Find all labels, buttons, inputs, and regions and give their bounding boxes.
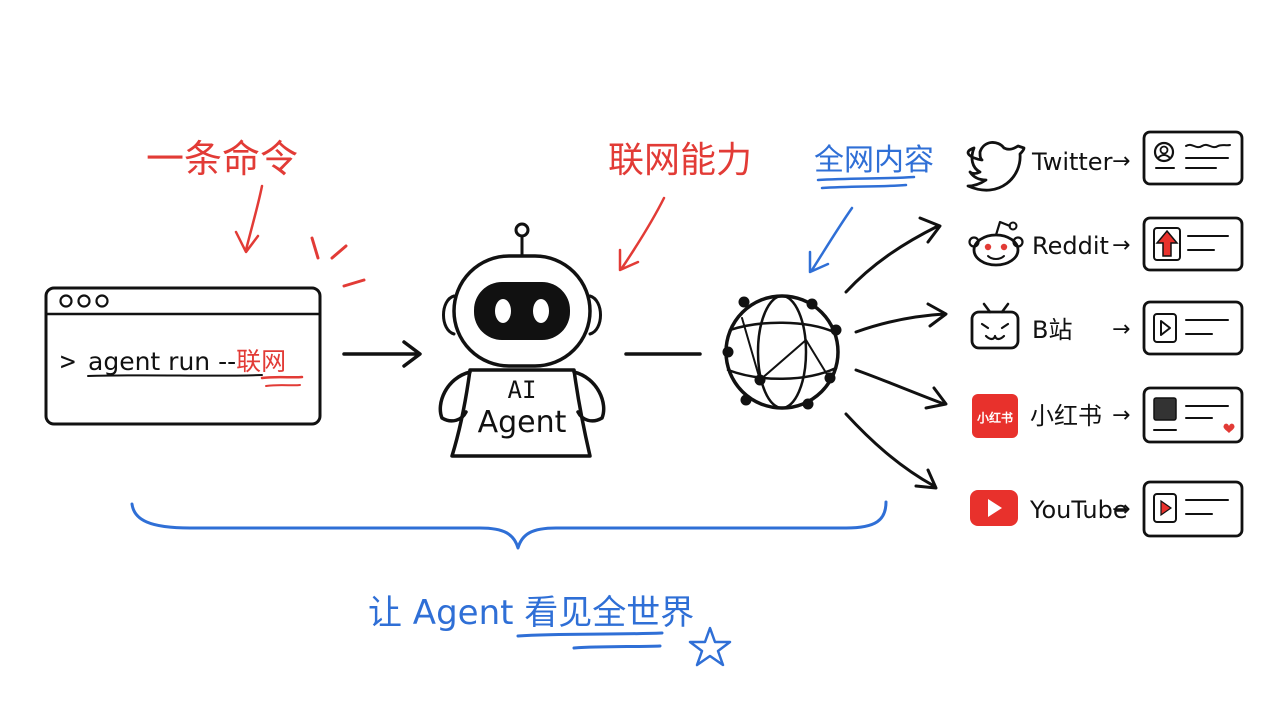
content-card-bilibili bbox=[1142, 300, 1244, 356]
terminal-command: agent run --联网 bbox=[88, 347, 286, 376]
platform-bilibili: B站 → bbox=[970, 300, 1244, 356]
video-play-icon bbox=[1160, 499, 1173, 517]
bilibili-tv-icon bbox=[970, 302, 1020, 350]
globe-network-icon bbox=[722, 294, 842, 410]
platform-youtube: YouTube → bbox=[970, 480, 1244, 538]
arrow-network-ability bbox=[618, 196, 666, 272]
terminal-window: > agent run --联网 bbox=[44, 286, 322, 426]
star-icon bbox=[688, 626, 732, 667]
platform-arrow-bilibili: → bbox=[1112, 317, 1130, 342]
fanout-arrows bbox=[844, 216, 948, 490]
robot-agent: AI Agent bbox=[438, 222, 606, 458]
upvote-arrow-icon bbox=[1155, 229, 1179, 257]
emphasis-marks bbox=[310, 236, 366, 288]
arrow-all-content bbox=[808, 206, 854, 274]
window-dot-icon bbox=[95, 294, 109, 308]
reddit-alien-icon bbox=[968, 220, 1024, 267]
xiaohongshu-icon-text: 小红书 bbox=[977, 410, 1013, 425]
content-card-youtube bbox=[1142, 480, 1244, 538]
profile-icon bbox=[1153, 141, 1175, 163]
content-card-twitter bbox=[1142, 130, 1244, 186]
platform-twitter: Twitter → bbox=[966, 130, 1244, 192]
platform-name-reddit: Reddit bbox=[1032, 232, 1109, 260]
robot-eye-icon bbox=[495, 299, 511, 323]
arrow-one-command bbox=[234, 184, 264, 254]
platform-xiaohongshu: 小红书 小红书 → bbox=[972, 386, 1244, 444]
arrow-terminal-to-agent bbox=[342, 340, 422, 368]
window-dot-icon bbox=[59, 294, 73, 308]
content-card-xiaohongshu bbox=[1142, 386, 1244, 444]
image-thumbnail-icon bbox=[1153, 397, 1177, 421]
platform-arrow-youtube: → bbox=[1112, 497, 1130, 522]
platform-arrow-twitter: → bbox=[1112, 149, 1130, 174]
play-icon bbox=[1160, 320, 1171, 336]
content-card-reddit bbox=[1142, 216, 1244, 272]
label-all-content: 全网内容 bbox=[814, 143, 934, 178]
platform-arrow-reddit: → bbox=[1112, 233, 1130, 258]
window-dot-icon bbox=[77, 294, 91, 308]
robot-label-line2: Agent bbox=[478, 405, 567, 440]
label-one-command: 一条命令 bbox=[146, 137, 298, 181]
terminal-prompt: > bbox=[60, 347, 76, 377]
heart-icon bbox=[1223, 423, 1235, 433]
bottom-caption: 让 Agent 看见全世界 bbox=[368, 593, 694, 633]
platform-name-twitter: Twitter bbox=[1031, 148, 1113, 176]
robot-eye-icon bbox=[533, 299, 549, 323]
youtube-play-icon bbox=[970, 490, 1018, 526]
xiaohongshu-icon: 小红书 bbox=[972, 394, 1018, 438]
brace-bottom bbox=[130, 500, 888, 550]
bottom-caption-prefix: 让 Agent bbox=[368, 593, 524, 633]
terminal-command-text: agent run -- bbox=[88, 347, 236, 376]
twitter-bird-icon bbox=[966, 141, 1026, 192]
bottom-caption-highlight: 看见全世界 bbox=[524, 593, 694, 633]
terminal-flag: 联网 bbox=[236, 347, 286, 376]
robot-label-line1: AI bbox=[508, 376, 537, 404]
platform-arrow-xiaohongshu: → bbox=[1112, 403, 1130, 428]
platform-reddit: Reddit → bbox=[968, 216, 1244, 272]
label-network-ability: 联网能力 bbox=[608, 140, 752, 181]
platform-name-youtube: YouTube bbox=[1029, 496, 1128, 524]
robot-visor bbox=[474, 282, 570, 340]
platform-name-bilibili: B站 bbox=[1032, 316, 1072, 344]
platform-name-xiaohongshu: 小红书 bbox=[1030, 402, 1102, 430]
